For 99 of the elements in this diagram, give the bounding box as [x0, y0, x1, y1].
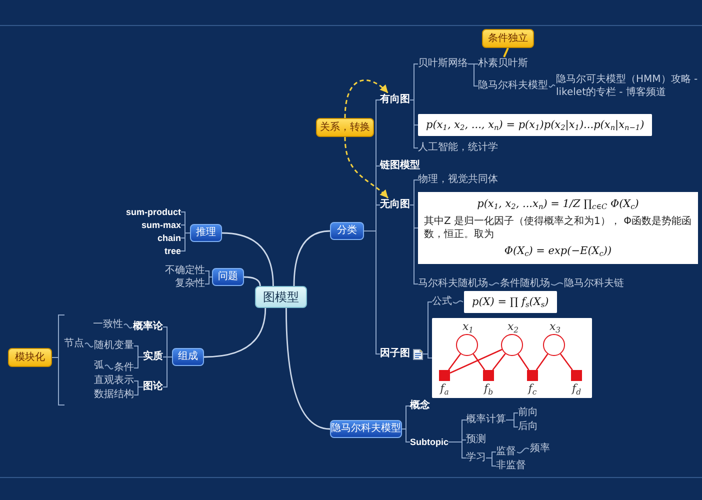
hook-connector	[124, 324, 132, 328]
callout-box: 条件独立	[482, 29, 534, 48]
graph-edge	[560, 354, 573, 370]
topic-label: 概念	[410, 399, 430, 413]
bracket-connector	[506, 420, 518, 428]
branch-curve	[244, 276, 261, 286]
callout-box: 关系，转换	[316, 118, 374, 137]
note-text: 其中Z 是归一化因子（使得概率之和为1）， Φ函数是势能函数，恒正。取为	[424, 215, 692, 241]
topic-label: chain	[157, 231, 181, 245]
bracket-connector	[448, 442, 466, 458]
topic-label: 无向图	[380, 198, 410, 212]
topic-label: 随机变量	[94, 339, 134, 353]
topic-label: sum-max	[141, 218, 181, 232]
topic-label: 马尔科夫随机场	[418, 277, 488, 291]
bracket-connector	[402, 428, 410, 442]
topic-label: 有向图	[380, 93, 410, 107]
topic-box: 组成	[172, 348, 204, 366]
topic-label: 隐马尔科夫链	[564, 277, 624, 291]
factor-label: f$_{b}$	[482, 382, 494, 395]
topic-label: Subtopic	[410, 435, 448, 449]
topic-box: 分类	[330, 222, 364, 240]
bracket-connector	[204, 270, 212, 278]
topic-label: 一致性	[93, 318, 123, 332]
bracket-connector	[180, 232, 190, 252]
topic-label: 物理，视觉共同体	[418, 173, 498, 187]
topic-label: 概率计算	[466, 413, 506, 427]
topic-label: tree	[164, 244, 181, 258]
graph-edge	[518, 354, 530, 370]
bracket-connector	[468, 64, 478, 86]
factor-graph-panel	[432, 318, 592, 398]
hook-connector	[550, 282, 564, 286]
hook-connector	[452, 300, 464, 304]
graph-edge	[472, 354, 486, 370]
bracket-connector	[364, 230, 380, 354]
topic-label: 图论	[143, 380, 163, 394]
hook-connector	[84, 342, 94, 348]
hook-connector	[104, 364, 114, 370]
bracket-connector	[162, 356, 172, 388]
formula-card	[418, 192, 698, 264]
bracket-connector	[486, 458, 496, 466]
topic-label: 学习	[466, 451, 486, 465]
topic-label: 概率论	[133, 320, 163, 334]
topic-label: 公式	[432, 295, 452, 309]
bracket-connector	[422, 354, 432, 358]
topic-box: 隐马尔科夫模型	[330, 420, 402, 438]
formula-box: p(X) = ∏ f$_{s}$(X$_{s}$)	[464, 291, 557, 313]
formula: p(x$_{1}$, x$_{2}$, ...x$_{n}$) = 1/Z ∏$_{c∈C}$ Φ(X$_{c}$)	[476, 197, 640, 213]
branch-curve	[204, 308, 266, 358]
graph-edge	[450, 348, 502, 374]
topic-label: 预测	[466, 433, 486, 447]
dashed-arrow	[344, 80, 389, 118]
topic-label: 非监督	[496, 459, 526, 473]
topic-label: 隐马尔可夫模型（HMM）攻略 - likelet的专栏 - 博客频道	[556, 73, 698, 99]
bracket-connector	[134, 386, 144, 396]
topic-box: 问题	[212, 268, 244, 286]
topic-label: 直观表示	[94, 374, 134, 388]
topic-label: 不确定性	[165, 264, 205, 278]
topic-label: 人工智能，统计学	[418, 141, 498, 155]
topic-label: 因子图	[380, 347, 410, 361]
formula-box: p(x$_{1}$, x$_{2}$, ..., x$_{n}$) = p(x$_{1}$)p(x$_{2}$|x$_{1}$)...p(x$_{n}$|x$_{n−1}$)	[418, 114, 652, 136]
factor-label: f$_{a}$	[438, 382, 450, 395]
topic-label: sum-product	[126, 205, 181, 219]
topic-box: 推理	[190, 224, 222, 242]
topic-label: 后向	[518, 420, 538, 434]
bracket-connector	[204, 276, 212, 284]
formula: Φ(X$_{c}$) = exp(−E(X$_{c}$))	[503, 244, 613, 260]
branch-curve	[222, 232, 274, 286]
topic-label: 条件随机场	[500, 277, 550, 291]
factor-label: f$_{d}$	[570, 382, 582, 395]
graph-edge	[448, 354, 462, 370]
topic-label: 前向	[518, 406, 538, 420]
topic-label: 监督	[496, 445, 516, 459]
topic-label: 复杂性	[175, 277, 205, 291]
variable-label: x$_{2}$	[506, 320, 520, 333]
topic-label: 链图模型	[380, 159, 420, 173]
variable-label: x$_{3}$	[548, 320, 562, 333]
topic-label: 弧	[94, 359, 104, 373]
hook-connector	[488, 282, 500, 286]
bracket-connector	[410, 204, 418, 284]
topic-label: 条件	[114, 361, 134, 375]
branch-curve	[293, 230, 330, 286]
graph-edge	[536, 354, 548, 370]
topic-label: 隐马尔科夫模型	[478, 79, 548, 93]
topic-label: 节点	[64, 337, 84, 351]
callout-box: 模块化	[8, 348, 52, 367]
topic-label: 频率	[530, 442, 550, 456]
hook-connector	[516, 448, 530, 454]
dashed-arrow	[344, 136, 389, 199]
bracket-connector	[134, 356, 144, 368]
topic-label: 贝叶斯网络	[418, 57, 468, 71]
hook-connector	[548, 84, 556, 88]
topic-label: 实质	[143, 350, 163, 364]
topic-label: 数据结构	[94, 388, 134, 402]
variable-label: x$_{1}$	[461, 320, 475, 333]
branch-curve	[286, 308, 330, 430]
topic-label: 朴素贝叶斯	[478, 57, 528, 71]
factor-label: f$_{c}$	[526, 382, 538, 395]
central-topic-box: 图模型	[255, 286, 307, 308]
graph-edge	[492, 353, 506, 370]
